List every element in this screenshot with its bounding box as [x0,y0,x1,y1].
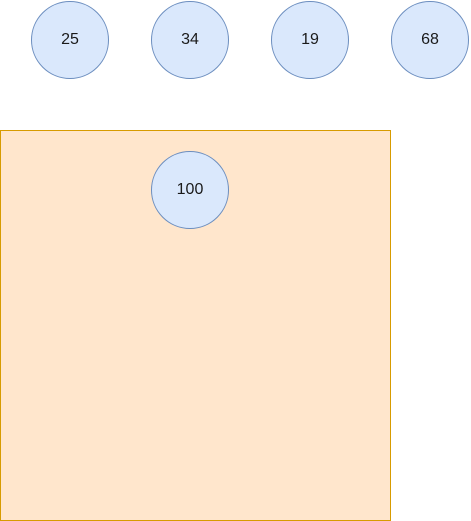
circle-node-34[interactable]: 34 [151,1,229,79]
circle-node-19[interactable]: 19 [271,1,349,79]
circle-node-100[interactable]: 100 [151,151,229,229]
circle-node-68[interactable]: 68 [391,1,469,79]
circle-node-25[interactable]: 25 [31,1,109,79]
